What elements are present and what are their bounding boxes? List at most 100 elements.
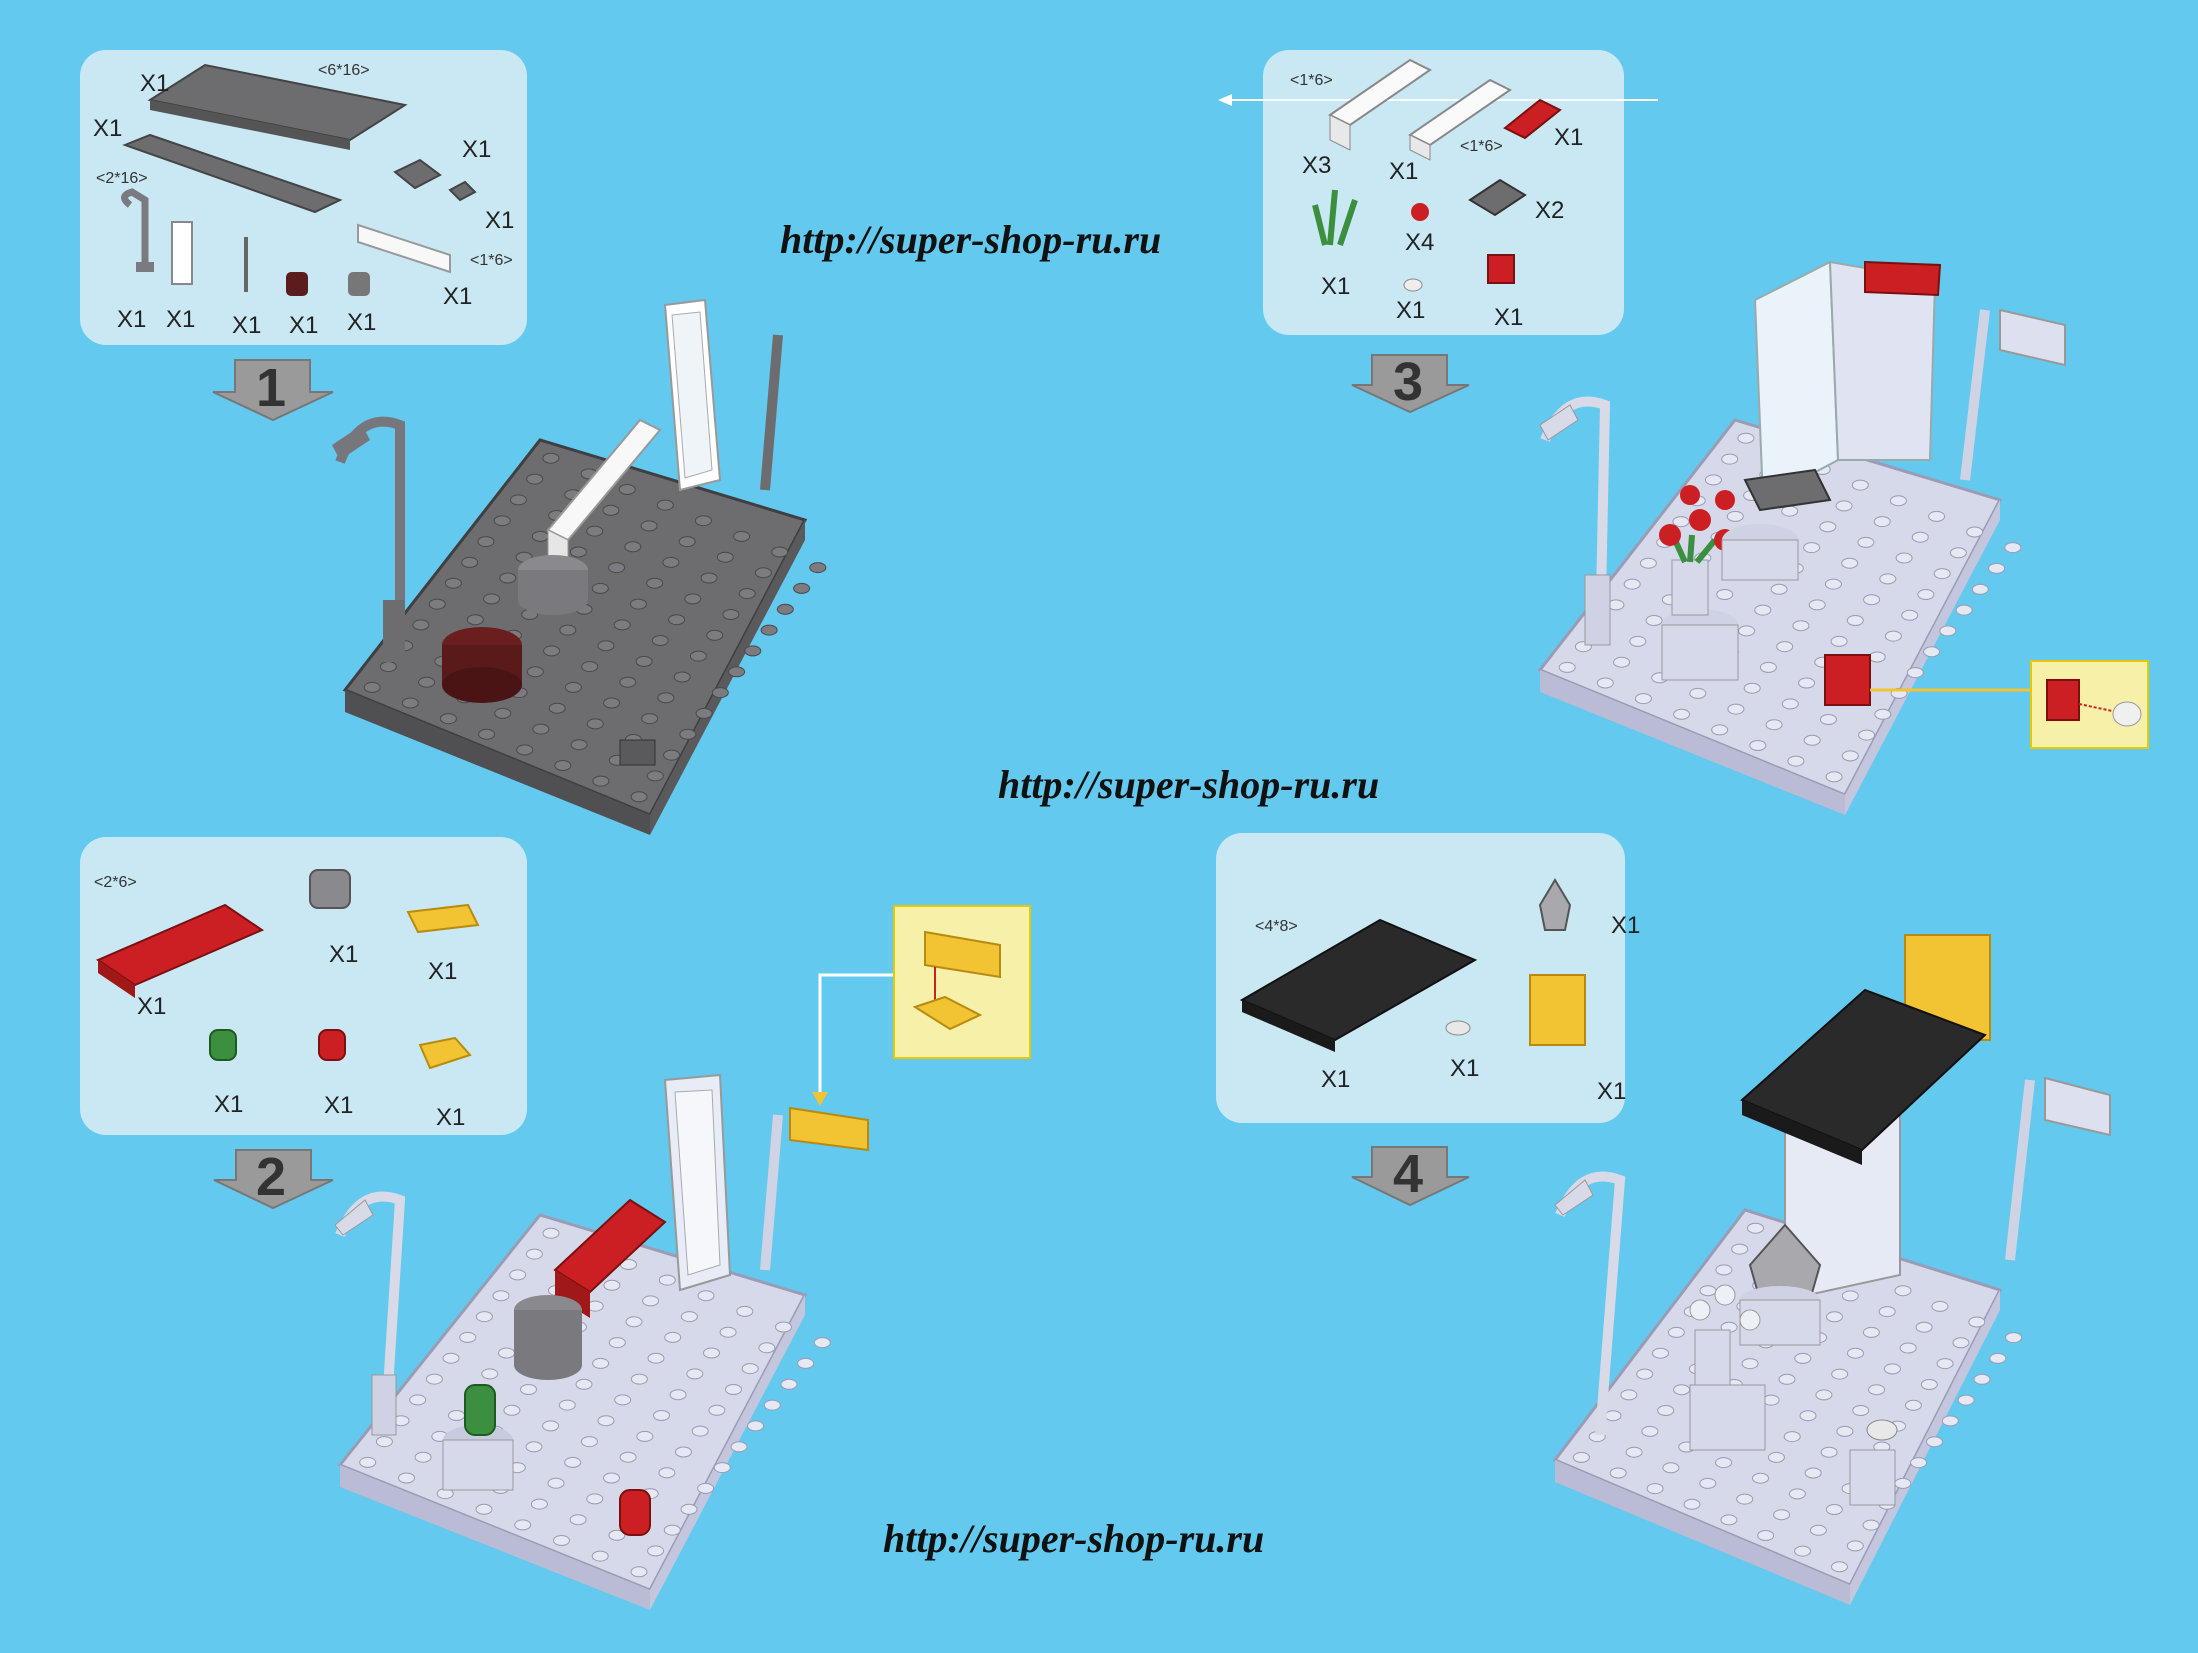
baseplate-stud xyxy=(1989,1352,2007,1364)
baseplate-stud xyxy=(1731,1243,1749,1255)
baseplate-stud xyxy=(1971,583,1989,595)
baseplate-stud xyxy=(813,1337,831,1349)
baseplate-stud xyxy=(1558,661,1576,673)
baseplate-stud xyxy=(1926,1436,1943,1448)
baseplate-stud xyxy=(680,1503,698,1515)
baseplate-stud xyxy=(493,515,511,527)
baseplate-stud xyxy=(728,666,746,678)
baseplate-stud xyxy=(1831,1561,1848,1573)
baseplate-stud xyxy=(597,640,615,652)
step1-qty: X1 xyxy=(93,115,123,142)
baseplate-stud xyxy=(475,1311,493,1323)
baseplate-stud xyxy=(1911,531,1929,543)
baseplate-stud xyxy=(736,1305,754,1317)
baseplate-stud xyxy=(1841,1290,1859,1302)
baseplate-stud xyxy=(1657,1405,1675,1416)
baseplate-stud xyxy=(1906,667,1924,679)
baseplate-stud xyxy=(1673,1384,1691,1396)
baseplate-stud xyxy=(1858,729,1876,741)
baseplate-stud xyxy=(542,1420,560,1432)
baseplate-stud xyxy=(359,1456,377,1468)
baseplate-stud xyxy=(1878,1306,1896,1318)
baseplate-stud xyxy=(1776,641,1794,653)
baseplate-stud xyxy=(1873,516,1891,528)
baseplate-stud xyxy=(1910,1457,1928,1469)
baseplate-stud xyxy=(580,1436,598,1448)
baseplate-stud xyxy=(1726,510,1744,522)
step1-qty: X1 xyxy=(462,136,492,163)
baseplate-stud xyxy=(444,577,462,589)
step4-qty: X1 xyxy=(1321,1066,1351,1093)
baseplate-stud xyxy=(1673,708,1691,720)
baseplate-stud xyxy=(695,707,713,719)
baseplate-stud xyxy=(1799,1410,1817,1422)
baseplate-stud xyxy=(439,713,457,725)
baseplate-stud xyxy=(1754,604,1772,616)
baseplate-stud xyxy=(494,707,512,719)
baseplate-stud xyxy=(1623,578,1641,590)
baseplate-stud xyxy=(542,452,560,464)
baseplate-stud xyxy=(1883,1363,1901,1375)
baseplate-stud xyxy=(1794,1352,1812,1364)
baseplate-stud xyxy=(603,1472,620,1484)
baseplate-stud xyxy=(725,1384,742,1395)
baseplate-stud xyxy=(1625,1446,1643,1458)
baseplate-stud xyxy=(642,1295,660,1307)
baseplate-stud xyxy=(516,744,534,756)
baseplate-stud xyxy=(1851,479,1869,491)
baseplate-stud xyxy=(797,1357,815,1369)
baseplate-stud xyxy=(1988,562,2006,574)
baseplate-stud xyxy=(1767,1451,1785,1463)
baseplate-stud xyxy=(669,1389,687,1401)
baseplate-stud xyxy=(1704,474,1722,486)
baseplate-stud xyxy=(1815,1389,1833,1401)
baseplate-stud xyxy=(630,1566,648,1578)
baseplate-stud xyxy=(1825,1504,1843,1515)
baseplate-stud xyxy=(1836,1425,1854,1437)
baseplate-stud xyxy=(1819,714,1837,725)
baseplate-stud xyxy=(475,1503,493,1515)
baseplate-stud xyxy=(1646,1483,1664,1495)
baseplate-stud xyxy=(1699,1285,1717,1297)
baseplate-stud xyxy=(703,1347,720,1359)
baseplate-stud xyxy=(1639,557,1657,569)
step1-qty: X1 xyxy=(166,306,196,333)
baseplate-stud xyxy=(663,749,681,761)
baseplate-stud xyxy=(1645,615,1663,626)
baseplate-stud xyxy=(603,1279,621,1291)
baseplate-stud xyxy=(1798,677,1816,689)
baseplate-stud xyxy=(1895,552,1913,564)
baseplate-stud xyxy=(608,1337,626,1349)
baseplate-stud xyxy=(1894,1477,1912,1489)
baseplate-stud xyxy=(1889,495,1907,507)
baseplate-stud xyxy=(1634,693,1652,705)
baseplate-stud xyxy=(592,775,610,787)
baseplate-stud xyxy=(586,1493,604,1505)
baseplate-stud xyxy=(1915,1321,1933,1333)
step1-qty: X1 xyxy=(347,309,377,336)
step2-detail-callout xyxy=(893,905,1031,1059)
baseplate-stud xyxy=(663,1524,681,1536)
baseplate-stud xyxy=(363,681,381,693)
step3-qty: X1 xyxy=(1321,273,1351,300)
baseplate-stud xyxy=(559,624,577,636)
step3-qty: X3 xyxy=(1302,152,1332,179)
baseplate-stud xyxy=(741,1363,759,1375)
baseplate-stud xyxy=(1803,542,1821,554)
baseplate-stud xyxy=(401,697,419,709)
baseplate-stud xyxy=(1737,432,1755,444)
baseplate-stud xyxy=(547,1477,565,1489)
baseplate-stud xyxy=(1765,719,1783,731)
baseplate-stud xyxy=(1604,1410,1622,1422)
step1-dim-1x6: <1*6> xyxy=(470,252,513,269)
step4-qty: X1 xyxy=(1611,912,1641,939)
baseplate-stud xyxy=(656,499,674,511)
baseplate-stud xyxy=(619,1451,637,1463)
baseplate-stud xyxy=(1773,1509,1791,1521)
baseplate-stud xyxy=(793,582,811,594)
baseplate-stud xyxy=(1721,453,1739,465)
